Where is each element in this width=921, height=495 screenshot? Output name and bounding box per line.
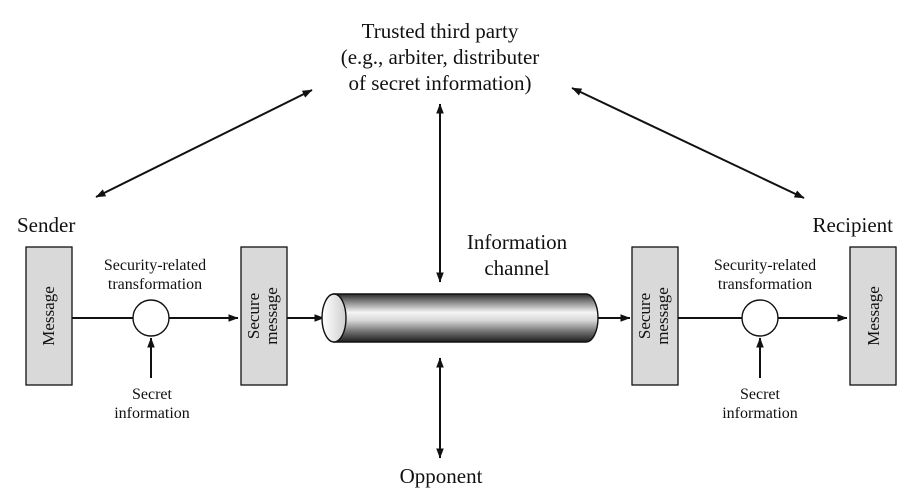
right-secret-line2: information [722,405,798,422]
left-secure-message-box [240,246,288,386]
right-secret-line1: Secret [740,386,781,403]
left-transform-line2: transformation [108,276,202,293]
right-secure-label-line1: Secure [635,293,654,339]
sender-message-box [25,246,73,386]
sender-label: Sender [17,213,75,237]
left-secret-line2: information [114,405,190,422]
left-secure-label-line1: Secure [244,293,263,339]
recipient-label: Recipient [813,213,894,237]
recipient-message-box [849,246,897,386]
left-secure-label-line2: message [262,287,281,345]
opponent-label: Opponent [400,464,483,488]
right-transformation-node [741,299,779,337]
left-secret-line1: Secret [132,386,173,403]
channel-label-line2: channel [484,256,549,280]
sender-message-label: Message [39,286,58,345]
left-transform-line1: Security-related [104,257,206,274]
trusted-third-party-line3: of secret information) [348,71,531,95]
right-secure-label-line2: message [653,287,672,345]
right-transform-line1: Security-related [714,257,816,274]
trusted-third-party-line2: (e.g., arbiter, distributer [341,45,540,69]
right-secure-message-box [631,246,679,386]
right-transform-line2: transformation [718,276,812,293]
left-transformation-node [132,299,170,337]
trusted-third-party-label: Trusted third party (e.g., arbiter, dist… [341,19,540,95]
information-channel-cylinder [321,293,599,343]
recipient-message-label: Message [864,286,883,345]
sender-third-party-arrow [95,89,313,198]
recipient-third-party-arrow [571,87,805,199]
trusted-third-party-line1: Trusted third party [362,19,519,43]
channel-label-line1: Information [467,230,568,254]
